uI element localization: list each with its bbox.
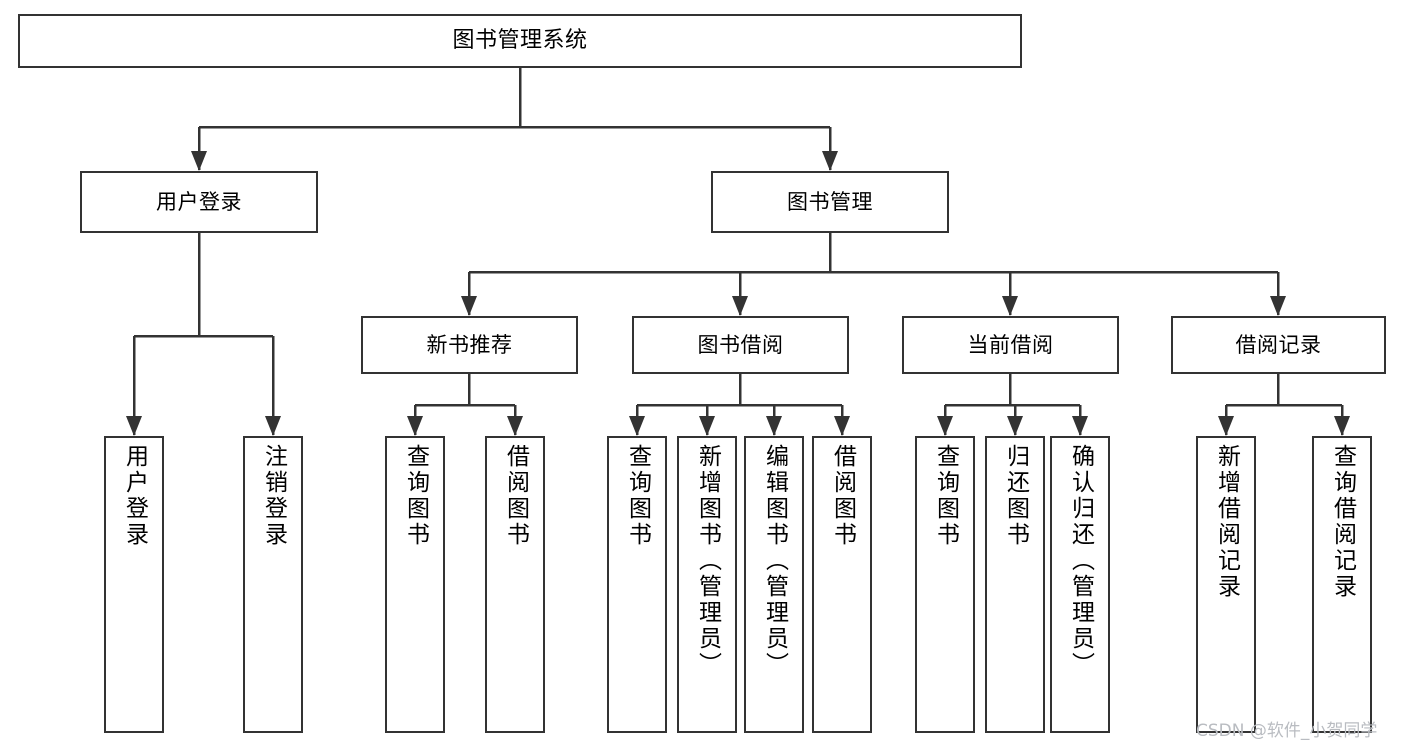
node-user-login[interactable]: 用户登录	[80, 171, 318, 233]
node-leaf-user-login[interactable]: 用户登录	[104, 436, 164, 733]
node-root-图书管理系统[interactable]: 图书管理系统	[18, 14, 1022, 68]
node-label: 新书推荐	[426, 332, 513, 357]
node-label: 新增图书（管理员）	[694, 444, 721, 678]
node-label: 查询图书	[624, 444, 651, 548]
node-leaf-query-book-2[interactable]: 查询图书	[607, 436, 667, 733]
node-label: 新增借阅记录	[1213, 444, 1240, 600]
node-label: 用户登录	[156, 189, 242, 214]
node-leaf-query-book-3[interactable]: 查询图书	[915, 436, 975, 733]
node-label: 借阅图书	[502, 444, 529, 548]
node-label: 借阅记录	[1235, 332, 1322, 357]
node-leaf-add-book[interactable]: 新增图书（管理员）	[677, 436, 737, 733]
node-leaf-query-book-1[interactable]: 查询图书	[385, 436, 445, 733]
node-leaf-confirm-return[interactable]: 确认归还（管理员）	[1050, 436, 1110, 733]
node-label: 借阅图书	[829, 444, 856, 548]
node-label: 当前借阅	[967, 332, 1054, 357]
node-book-manage[interactable]: 图书管理	[711, 171, 949, 233]
node-leaf-return-book[interactable]: 归还图书	[985, 436, 1045, 733]
node-leaf-edit-book[interactable]: 编辑图书（管理员）	[744, 436, 804, 733]
node-label: 注销登录	[260, 444, 287, 548]
node-label: 图书借阅	[697, 332, 784, 357]
node-leaf-user-logout[interactable]: 注销登录	[243, 436, 303, 733]
node-leaf-borrow-book-2[interactable]: 借阅图书	[812, 436, 872, 733]
node-label: 查询借阅记录	[1329, 444, 1356, 600]
node-label: 编辑图书（管理员）	[761, 444, 788, 678]
node-label: 图书管理	[787, 189, 873, 214]
node-label: 图书管理系统	[452, 28, 588, 54]
node-label: 归还图书	[1002, 444, 1029, 548]
node-borrow-record[interactable]: 借阅记录	[1171, 316, 1386, 374]
node-leaf-query-record[interactable]: 查询借阅记录	[1312, 436, 1372, 733]
node-new-book-recommend[interactable]: 新书推荐	[361, 316, 578, 374]
node-leaf-borrow-book-1[interactable]: 借阅图书	[485, 436, 545, 733]
node-label: 查询图书	[402, 444, 429, 548]
node-label: 确认归还（管理员）	[1067, 444, 1094, 678]
node-current-borrow[interactable]: 当前借阅	[902, 316, 1119, 374]
csdn-watermark: CSDN @软件_小贺同学	[1196, 721, 1378, 741]
node-label: 查询图书	[932, 444, 959, 548]
node-book-borrow[interactable]: 图书借阅	[632, 316, 849, 374]
node-label: 用户登录	[121, 444, 148, 548]
node-leaf-add-record[interactable]: 新增借阅记录	[1196, 436, 1256, 733]
